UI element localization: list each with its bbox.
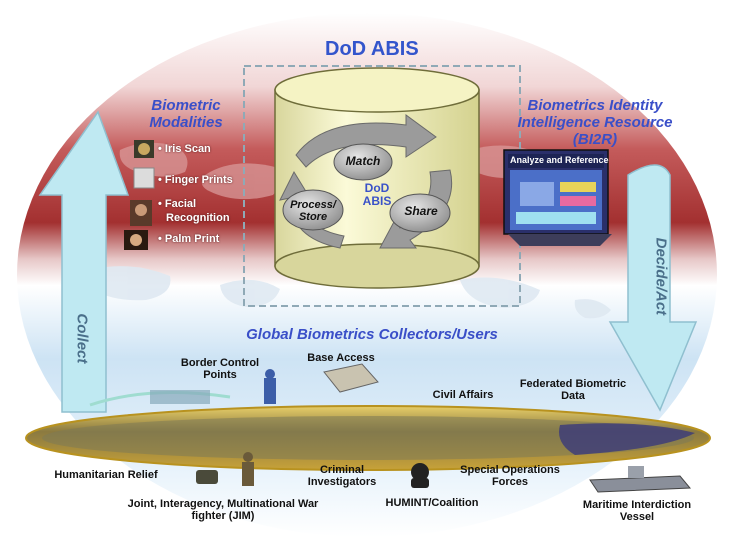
abis-cylinder	[274, 67, 480, 289]
label-special-line1: Special Operations	[460, 464, 560, 476]
modality-iris: • Iris Scan	[158, 143, 211, 155]
vessel-icon	[589, 475, 692, 493]
collectors-heading: Global Biometrics Collectors/Users	[246, 326, 498, 343]
label-criminal: Criminal Investigators	[292, 464, 392, 489]
humint-icon	[411, 463, 429, 481]
label-border-line2: Points	[203, 369, 237, 382]
bi2r-heading: Biometrics Identity Intelligence Resourc…	[500, 97, 690, 148]
modality-face: • Facial	[158, 198, 197, 210]
bi2r-screen-title: Analyze and Reference	[510, 155, 609, 165]
share-bubble	[389, 193, 451, 233]
modality-finger-label: Finger Prints	[164, 174, 233, 186]
collect-label: Collect	[73, 313, 91, 364]
label-criminal-line2: Investigators	[307, 476, 377, 489]
label-jim-line1: Joint, Interagency, Multinational War	[127, 498, 319, 510]
label-humint: HUMINT/Coalition	[385, 497, 479, 509]
label-federated-line2: Data	[561, 390, 585, 403]
share-label: Share	[404, 204, 438, 218]
soldier-icon	[242, 462, 254, 486]
bi2r-line1: Biometrics Identity	[527, 97, 663, 114]
base-access-icon	[323, 363, 379, 393]
label-base-access: Base Access	[307, 352, 375, 364]
modality-face-line2: Recognition	[166, 212, 230, 224]
match-bubble	[333, 143, 393, 181]
process-cycle-arrows	[279, 114, 453, 249]
cylinder-center-line2: ABIS	[362, 194, 392, 209]
collect-arrow	[38, 110, 130, 413]
label-maritime: Maritime Interdiction Vessel	[562, 499, 712, 524]
cylinder-center-line1: DoD	[364, 181, 390, 195]
modalities-heading-line2: Modalities	[149, 113, 223, 131]
process-bubble	[282, 189, 344, 231]
label-jim-line2: fighter (JIM)	[191, 510, 255, 523]
label-special-ops: Special Operations Forces	[440, 464, 580, 489]
ocean-area	[559, 423, 695, 455]
label-maritime-line1: Maritime Interdiction	[582, 499, 692, 511]
process-label-line2: Store	[298, 211, 328, 224]
label-criminal-line1: Criminal	[319, 464, 364, 476]
fingerprint-icon	[133, 167, 155, 189]
modality-icons	[124, 140, 155, 250]
cylinder-center-label: DoD ABIS	[350, 181, 404, 209]
process-label-line1: Process/	[290, 199, 336, 211]
label-civil-affairs: Civil Affairs	[432, 389, 494, 401]
label-jim: Joint, Interagency, Multinational War fi…	[108, 498, 338, 523]
label-federated-line1: Federated Biometric	[519, 378, 627, 390]
label-border-line1: Border Control	[180, 357, 260, 369]
collector-icons	[89, 363, 692, 493]
modality-iris-label: Iris Scan	[164, 143, 211, 155]
label-border-control: Border Control Points	[170, 357, 270, 382]
modality-face-label1: Facial	[164, 198, 197, 210]
bi2r-monitor	[503, 149, 612, 246]
label-humanitarian: Humanitarian Relief	[54, 469, 158, 481]
match-label: Match	[345, 154, 381, 168]
modality-palm-label: Palm Print	[164, 233, 220, 245]
decide-arrow	[608, 164, 698, 412]
process-label: Process/ Store	[284, 199, 342, 224]
bi2r-line2: Intelligence Resource	[517, 113, 673, 131]
guard-icon	[264, 378, 276, 404]
label-special-line2: Forces	[491, 476, 529, 489]
decide-act-label: Decide/Act	[652, 237, 670, 316]
label-federated: Federated Biometric Data	[508, 378, 638, 403]
diagram-title: DoD ABIS	[325, 38, 419, 60]
modality-finger: • Finger Prints	[158, 174, 233, 186]
bi2r-line3: (BI2R)	[572, 130, 618, 148]
modalities-heading: Biometric Modalities	[140, 97, 232, 132]
iris-scan-icon-pupil	[138, 143, 150, 155]
vehicle-icon	[196, 470, 218, 484]
modalities-heading-line1: Biometric	[151, 97, 221, 114]
label-maritime-line2: Vessel	[619, 511, 655, 524]
modality-palm: • Palm Print	[158, 233, 220, 245]
